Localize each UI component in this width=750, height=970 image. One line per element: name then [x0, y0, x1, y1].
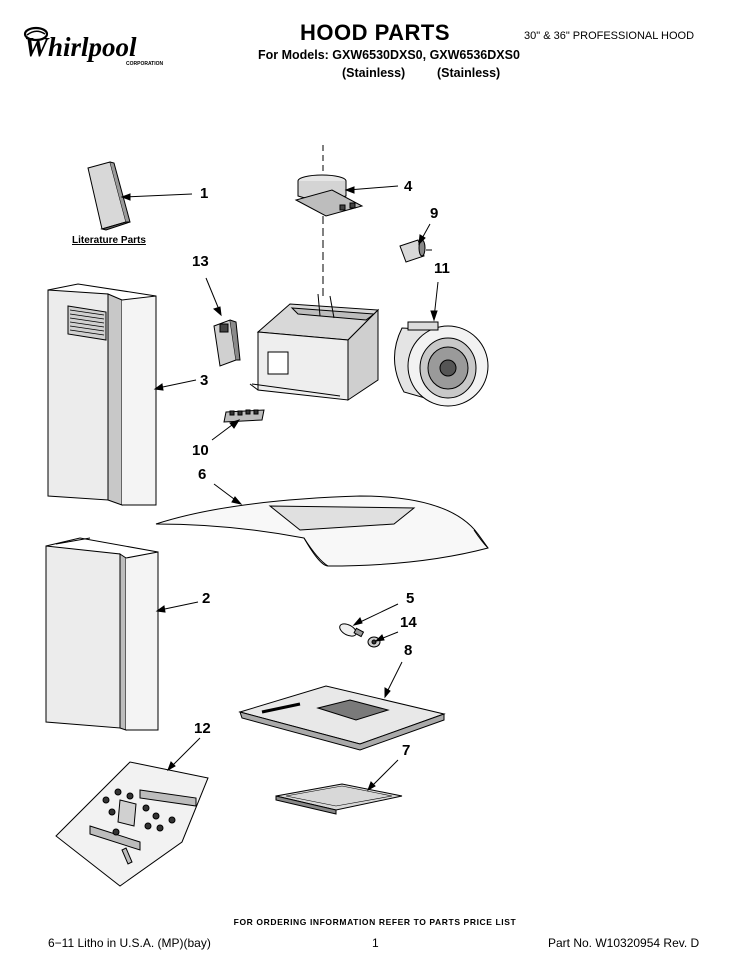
material-label-2: (Stainless)	[437, 66, 501, 80]
whirlpool-logo: Whirlpool CORPORATION	[22, 24, 172, 68]
brand-sub: CORPORATION	[126, 61, 164, 67]
callout-5: 5	[406, 590, 415, 607]
models-line: For Models: GXW6530DXS0, GXW6536DXS0	[258, 48, 520, 62]
page-title: HOOD PARTS	[299, 20, 451, 45]
hood-size-label: 30" & 36" PROFESSIONAL HOOD	[524, 30, 695, 42]
callout-2: 2	[202, 590, 211, 607]
blower-housing	[294, 145, 364, 300]
callout-7: 7	[402, 742, 411, 759]
page-number: 1	[372, 936, 379, 950]
callout-9: 9	[430, 205, 439, 222]
literature-booklet	[87, 161, 131, 231]
callout-leaders	[120, 185, 439, 792]
callout-11: 11	[434, 260, 450, 277]
light-bulb	[339, 623, 365, 638]
switch-box	[213, 319, 241, 367]
light-socket	[367, 636, 381, 648]
callout-1: 1	[200, 185, 209, 202]
litho-info: 6−11 Litho in U.S.A. (MP)(bay)	[48, 936, 211, 950]
internal-chassis	[249, 293, 380, 401]
callout-3: 3	[200, 372, 209, 389]
grease-filter	[275, 783, 403, 815]
glass-canopy	[155, 495, 489, 567]
callout-6: 6	[198, 466, 207, 483]
blower-wheel	[393, 321, 489, 407]
ordering-info: FOR ORDERING INFORMATION REFER TO PARTS …	[233, 917, 517, 927]
callout-8: 8	[404, 642, 413, 659]
hood-bottom-panel	[238, 685, 446, 751]
brand-wordmark: Whirlpool	[24, 32, 137, 62]
upper-chimney-cover	[47, 283, 157, 506]
callout-13: 13	[192, 253, 209, 270]
hardware-kit	[55, 761, 209, 887]
callout-10: 10	[192, 442, 209, 459]
part-number: Part No. W10320954 Rev. D	[548, 936, 700, 950]
literature-parts-label: Literature Parts	[72, 235, 146, 246]
callout-12: 12	[194, 720, 211, 737]
material-label-1: (Stainless)	[342, 66, 406, 80]
control-board	[223, 409, 265, 423]
callout-4: 4	[404, 178, 413, 195]
capacitor	[399, 239, 432, 263]
callout-14: 14	[400, 614, 417, 631]
lower-chimney-cover	[45, 537, 159, 731]
